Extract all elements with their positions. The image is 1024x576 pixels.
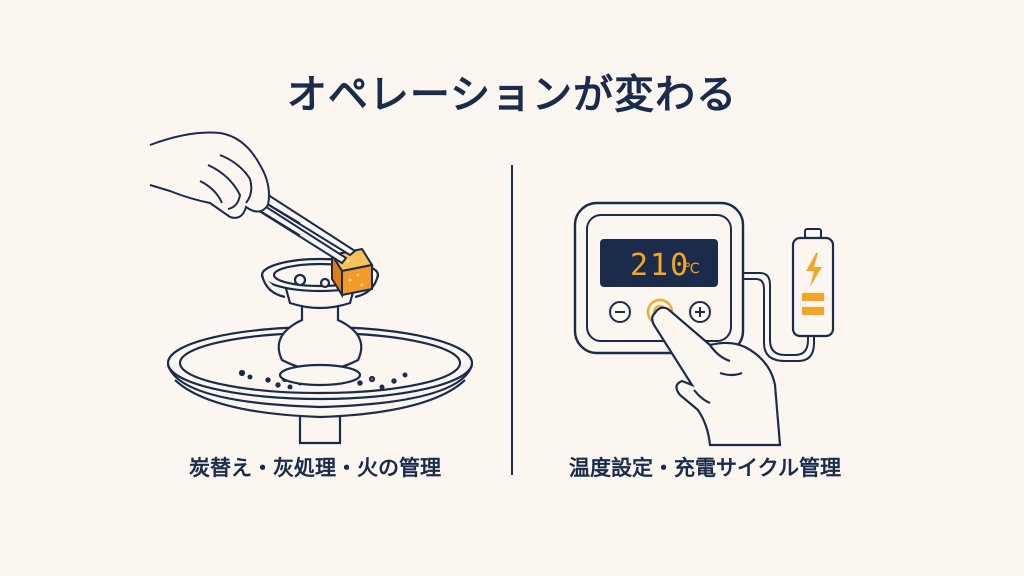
left-caption: 炭替え・灰処理・火の管理	[189, 456, 441, 480]
page-title: オペレーションが変わる	[286, 72, 738, 118]
temperature-value: 210	[630, 248, 690, 283]
hand-icon	[149, 131, 270, 219]
right-caption: 温度設定・充電サイクル管理	[569, 456, 841, 480]
heater-device-icon: 210 ℃	[573, 201, 745, 355]
plus-button[interactable]	[689, 301, 711, 323]
lightning-icon	[806, 253, 822, 287]
heater-illustration: 210 ℃	[573, 201, 835, 447]
hookah-bowl-icon	[260, 257, 380, 387]
temperature-display	[600, 239, 718, 287]
temperature-unit: ℃	[684, 261, 700, 277]
charcoal-icon	[330, 247, 374, 299]
panel-divider	[511, 165, 513, 475]
minus-button[interactable]	[609, 301, 631, 323]
battery-icon	[791, 228, 835, 338]
charcoal-illustration	[149, 131, 474, 445]
finger-icon	[651, 306, 782, 447]
